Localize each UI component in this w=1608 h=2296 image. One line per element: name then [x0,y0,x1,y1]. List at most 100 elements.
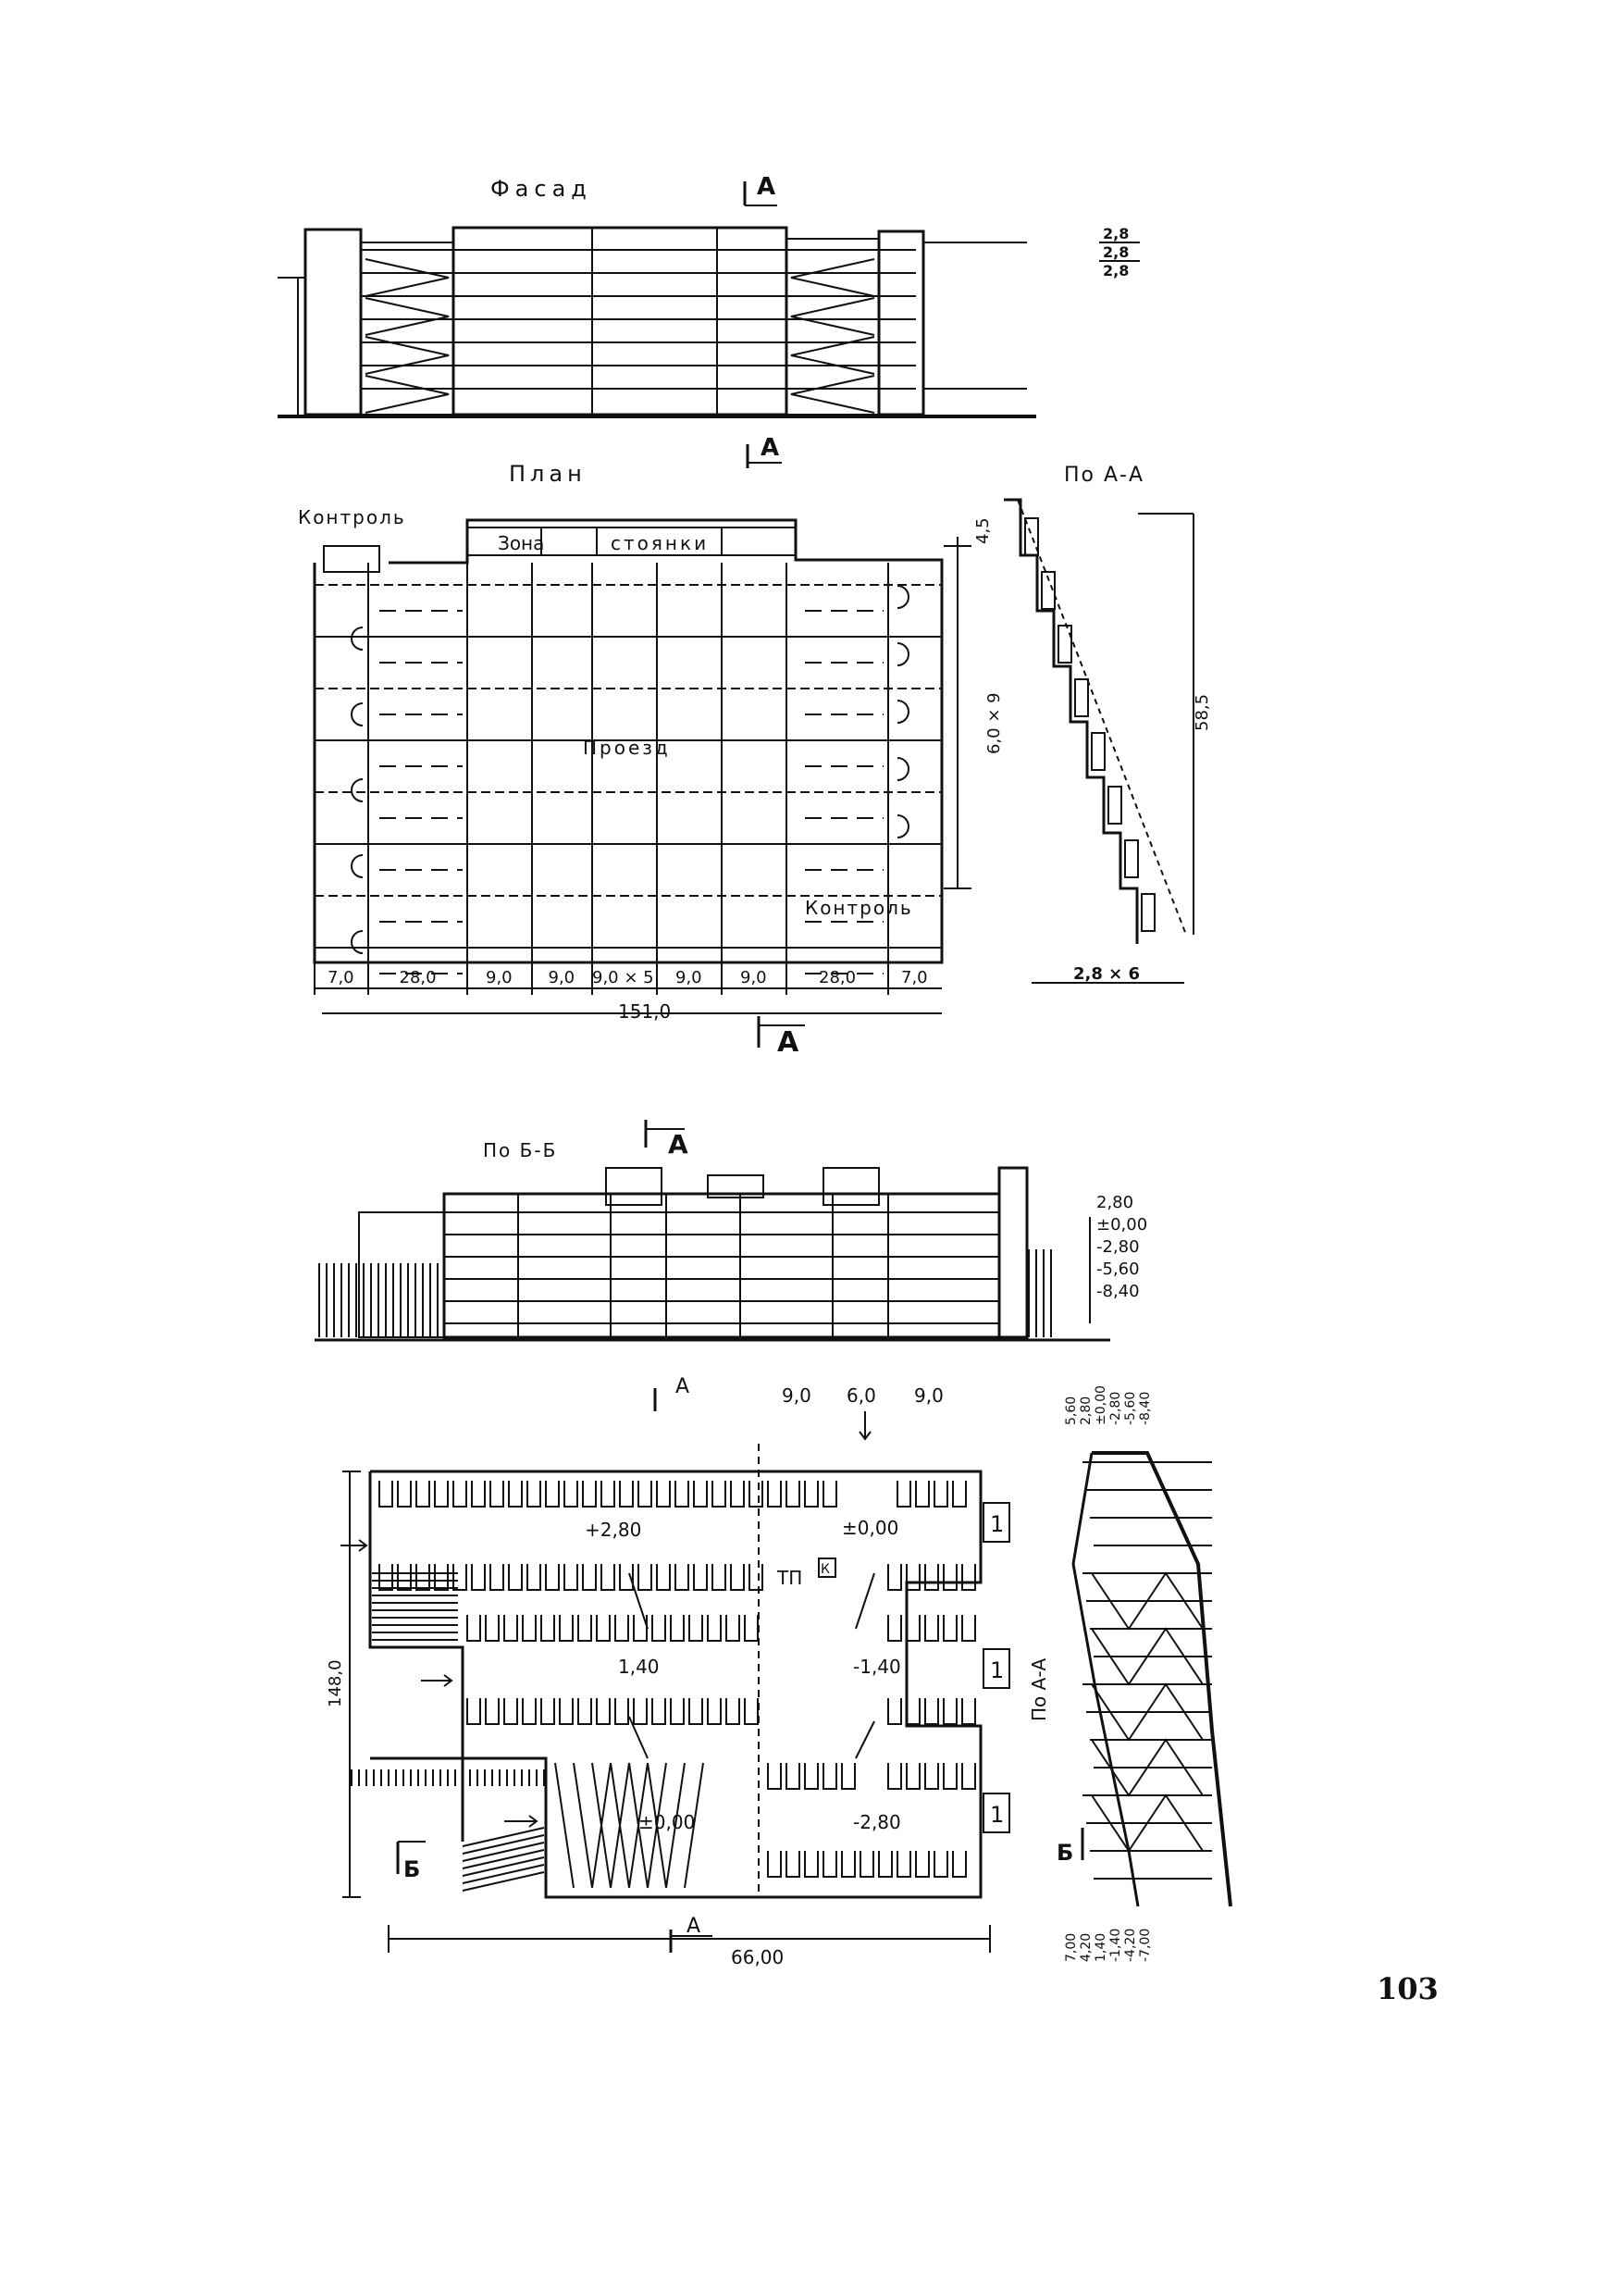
right-section-level-bottom: -1,40 [1108,1929,1123,1962]
plan-turn-right-icon [897,585,909,609]
facade-title: Фасад [490,176,592,202]
plan-turn-right-icon [897,814,909,838]
lower-plan-stall [526,1564,541,1591]
facade-ramp-right [790,336,875,375]
lower-plan-stall [744,1615,759,1642]
lower-plan-k-label: К [821,1562,830,1577]
right-section-level-bottom: -7,00 [1138,1929,1153,1962]
section-bb-level-label: -2,80 [1096,1237,1140,1257]
lower-plan-floor-mark-2: 1 [990,1657,1004,1683]
lower-plan-level-1: +2,80 [585,1519,641,1541]
lower-plan-ramp-line [855,1572,875,1630]
lower-plan-stall [489,1481,504,1508]
section-aa-slab [1124,839,1139,878]
lower-plan-stall [397,1481,412,1508]
lower-plan-stall [906,1615,921,1642]
section-bb-marker: А [668,1129,688,1160]
lower-plan-stall [582,1481,597,1508]
lower-plan-stall [906,1698,921,1725]
lower-plan-stall [540,1615,555,1642]
lower-plan-stall [508,1481,523,1508]
lower-plan-hatch-line [462,1834,545,1855]
lower-plan-stall [471,1564,486,1591]
lower-plan-stall [577,1615,592,1642]
lower-plan-stall [887,1615,902,1642]
lower-plan-stall [600,1481,615,1508]
lower-plan-stall [452,1481,467,1508]
lower-plan-stall [823,1481,837,1508]
lower-plan-stall [804,1763,819,1790]
section-bb-levels: 2,80±0,00-2,80-5,60-8,40 [1089,1193,1147,1323]
lower-plan-stall [915,1481,930,1508]
lower-plan-stall [906,1564,921,1591]
lower-plan-stall [545,1564,560,1591]
lower-plan-stall [508,1564,523,1591]
lower-plan-stall [860,1851,874,1878]
lower-plan-stall [614,1698,629,1725]
facade-ramp-right [790,258,875,297]
lower-plan-stall [688,1698,703,1725]
lower-plan-stall [924,1615,939,1642]
lower-plan-stall [651,1615,666,1642]
lower-plan-hatch-line [462,1849,545,1869]
lower-plan-stall [688,1615,703,1642]
lower-plan-ramp-hatch [665,1762,686,1889]
lower-plan-ramp-hatch [554,1762,575,1889]
plan-turn-left-icon [351,702,364,726]
lower-plan-stall [637,1564,652,1591]
lower-plan-floor-mark-1: 1 [990,1511,1004,1537]
plan-control-bottom: Контроль [805,897,913,919]
plan-marker-top: А [761,434,779,462]
lower-plan-stall [897,1851,911,1878]
facade-section-marker: А [757,173,775,201]
lower-plan-stall [823,1763,837,1790]
plan-bay-label: 9,0 [740,968,767,987]
plan-control-top: Контроль [298,506,406,528]
lower-plan-floor-mark-3: 1 [990,1802,1004,1828]
lower-plan-top-dim-1: 9,0 [782,1384,811,1407]
lower-plan-stall [582,1564,597,1591]
lower-plan-stall [887,1564,902,1591]
lower-plan-stall [841,1851,856,1878]
facade-ramp-left [365,297,450,336]
lower-plan-stall [522,1698,537,1725]
right-section-ramp [1091,1571,1204,1631]
lower-plan-stall [785,1851,800,1878]
plan-turn-left-icon [351,854,364,878]
plan-turn-right-icon [897,700,909,724]
lower-plan-marker-top: А [675,1375,689,1398]
lower-plan-stall [471,1481,486,1508]
right-section-ramp [1091,1738,1204,1797]
right-section-ramp [1091,1682,1204,1742]
right-section-level-bottom: 4,20 [1079,1933,1094,1962]
plan-bay-label: 9,0 × 5 [592,968,654,987]
lower-plan-stall [656,1481,671,1508]
lower-plan-ramps [554,1572,875,1889]
section-aa-title: По А-А [1064,464,1144,487]
lower-plan-hatch-line [462,1827,545,1847]
lower-plan-stall [785,1763,800,1790]
plan-bay-label: 7,0 [328,968,354,987]
section-bb-roof-box [823,1167,880,1206]
lower-plan-stall [943,1763,958,1790]
lower-plan-level-4: -1,40 [853,1656,901,1678]
lower-plan-stall [887,1763,902,1790]
section-aa-steps [1004,498,1187,944]
page-number: 103 [1377,1971,1439,2006]
lower-plan-stall [744,1698,759,1725]
section-bb-level-label: 2,80 [1096,1193,1133,1212]
lower-plan-stall [637,1481,652,1508]
plan-bay-label: 9,0 [549,968,575,987]
lower-plan-stall [633,1698,648,1725]
lower-plan-stall [434,1481,449,1508]
section-bb-drawing: По Б-Б А 2,80±0,00-2,80-5,60-8,40 [315,1120,1147,1342]
right-section-level-top: 5,60 [1064,1396,1079,1425]
plan-total-dim: 151,0 [618,1000,671,1023]
lower-plan-ramp-hatch [610,1762,630,1889]
lower-plan-stall [924,1564,939,1591]
right-section-level-top: -5,60 [1123,1392,1138,1425]
lower-plan-top-dim-3: 9,0 [914,1384,944,1407]
